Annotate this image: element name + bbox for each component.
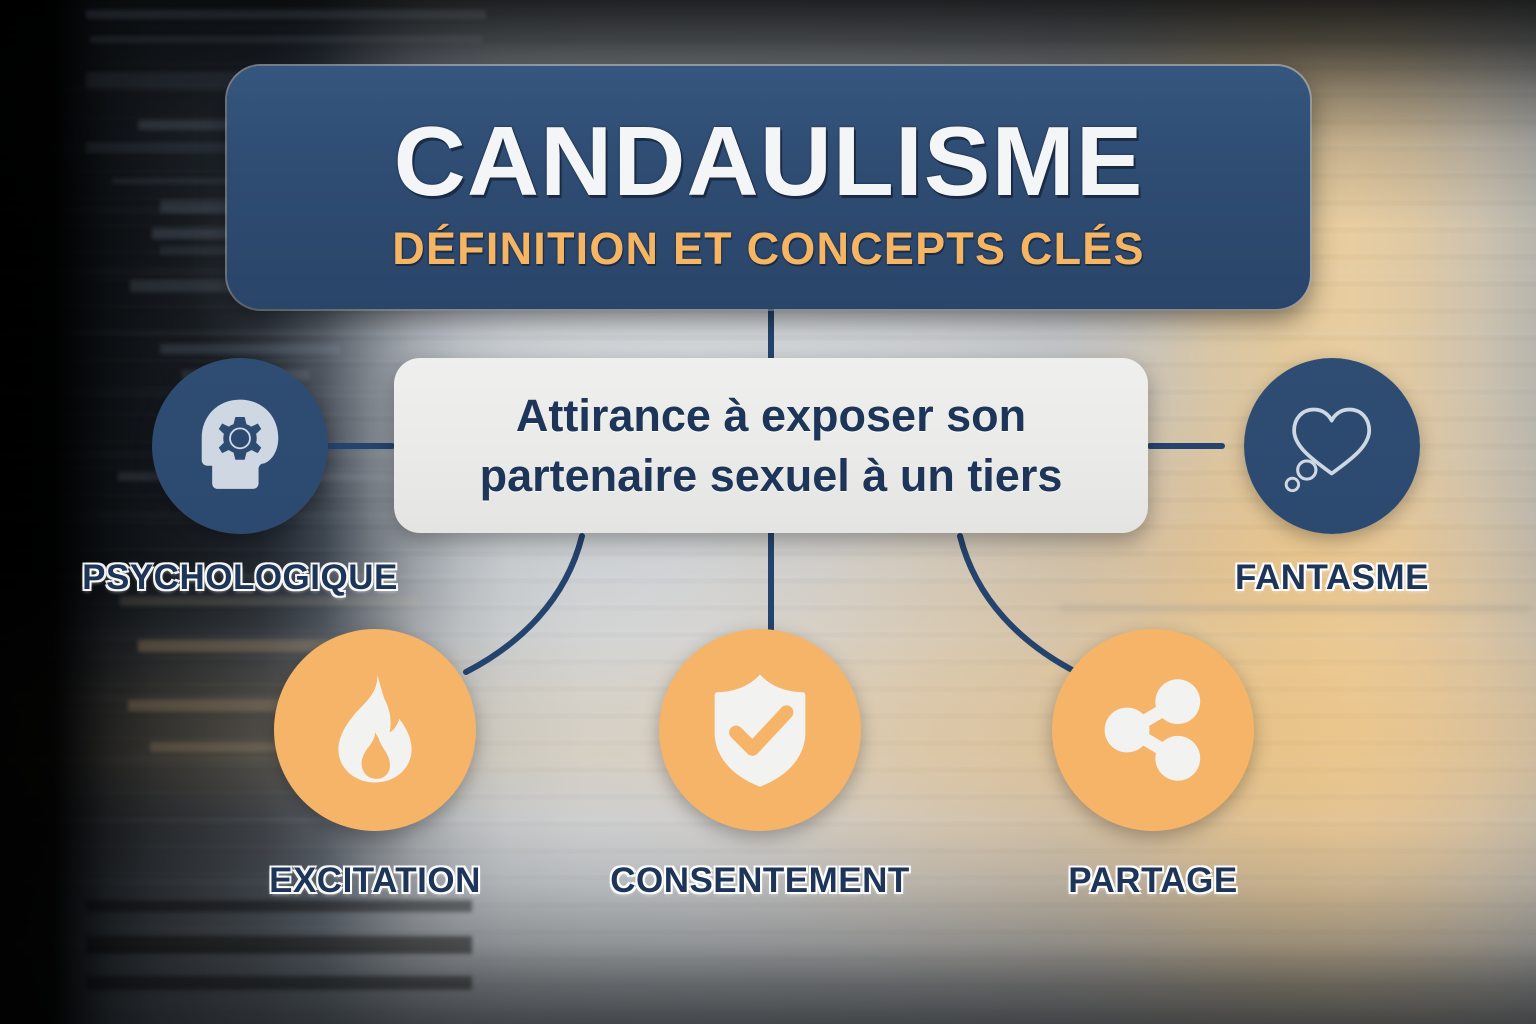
node-psychologique: PSYCHOLOGIQUE — [54, 358, 426, 598]
head-gear-icon — [201, 399, 279, 489]
excitation-label: EXCITATION — [269, 861, 481, 900]
heart-thought-bubble-icon — [1284, 407, 1372, 493]
definition-text: Attirance à exposer son partenaire sexue… — [479, 390, 1063, 501]
node-fantasme: FANTASME — [1182, 358, 1482, 598]
node-consentement: CONSENTEMENT — [562, 629, 958, 901]
definition-card: Attirance à exposer son partenaire sexue… — [394, 358, 1148, 533]
shield-check-icon — [714, 674, 806, 787]
node-excitation: EXCITATION — [245, 629, 505, 901]
connector-definition-to-partage — [957, 533, 1079, 675]
fantasme-label: FANTASME — [1235, 558, 1429, 597]
partage-circle — [1052, 629, 1254, 831]
psychologique-circle — [152, 358, 328, 534]
flame-icon — [338, 675, 412, 783]
partage-label: PARTAGE — [1068, 861, 1238, 900]
page-subtitle: DÉFINITION ET CONCEPTS CLÉS — [392, 223, 1145, 274]
share-nodes-icon — [1104, 679, 1201, 781]
fantasme-circle — [1244, 358, 1420, 534]
psychologique-label: PSYCHOLOGIQUE — [82, 558, 398, 597]
node-partage: PARTAGE — [1013, 629, 1293, 901]
title-banner: CANDAULISME DÉFINITION ET CONCEPTS CLÉS — [227, 66, 1310, 309]
page-title: CANDAULISME — [393, 106, 1144, 216]
consentement-circle — [659, 629, 861, 831]
consentement-label: CONSENTEMENT — [610, 861, 910, 900]
excitation-circle — [274, 629, 476, 831]
connector-definition-to-excitation — [463, 533, 585, 675]
